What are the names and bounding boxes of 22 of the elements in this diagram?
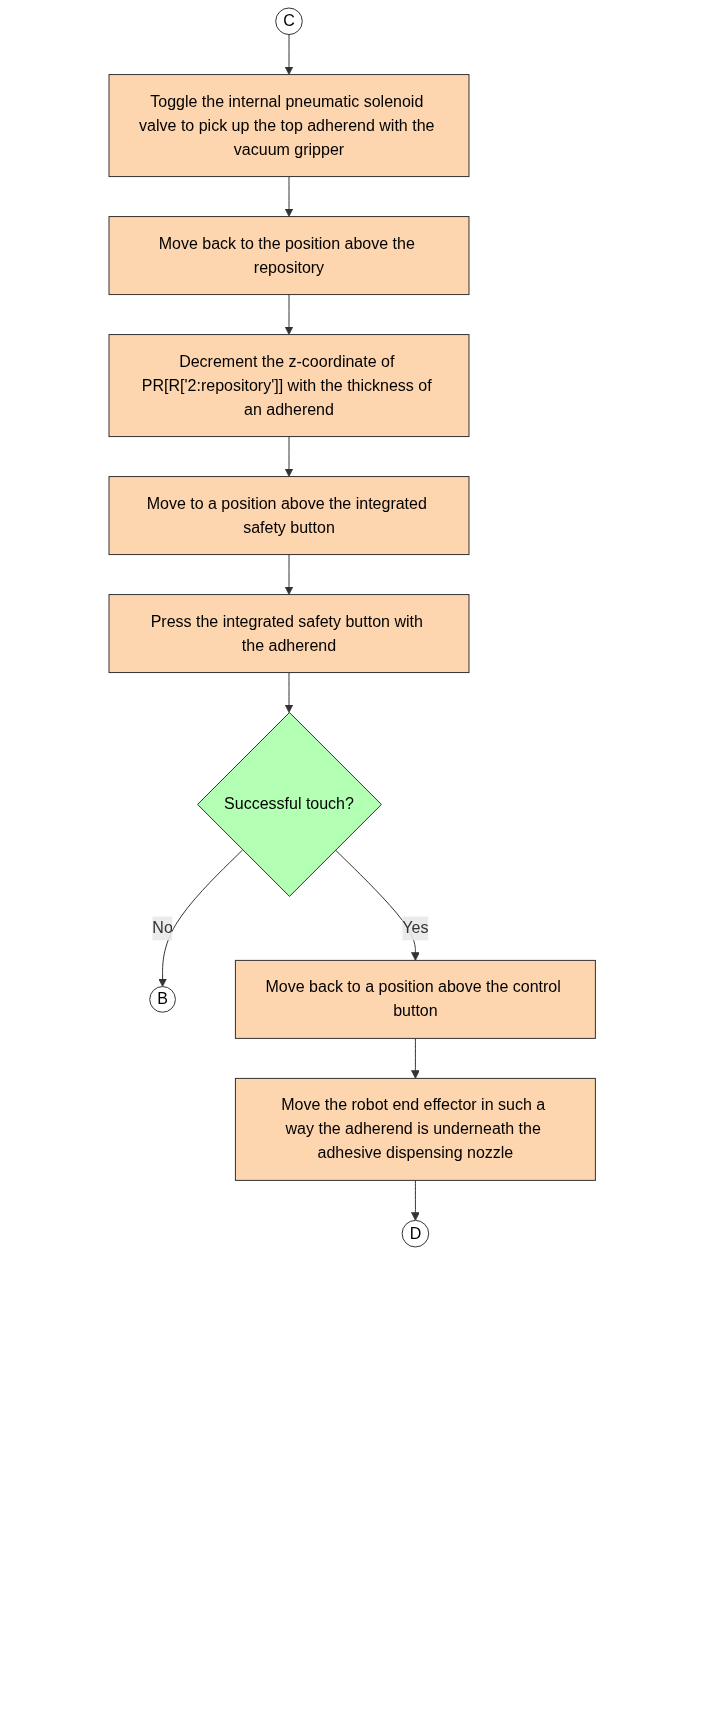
node-box: Decrement the z-coordinate of PR[R['2:repository']] with the thickness of an adherend xyxy=(108,334,470,438)
arrow xyxy=(411,1037,421,1079)
node-box: Press the integrated safety button with the adherend xyxy=(108,594,470,674)
arrow xyxy=(284,554,294,595)
edge-label: No xyxy=(152,919,174,937)
node-box: Move back to a position above the control button xyxy=(235,959,597,1039)
node-box: Move to a position above the integrated safety button xyxy=(108,476,470,556)
arrow xyxy=(411,1179,421,1221)
node-circle: C xyxy=(275,7,304,36)
arrow xyxy=(284,436,294,477)
node-diamond: Successful touch? xyxy=(197,712,383,897)
edge-label: Yes xyxy=(402,919,429,937)
node-circle: B xyxy=(149,986,177,1013)
arrow xyxy=(284,294,294,335)
arrow xyxy=(284,34,294,75)
node-box: Move back to the position above the repository xyxy=(108,216,470,296)
arrow xyxy=(284,672,294,713)
node-box: Toggle the internal pneumatic solenoid valve to pick up the top adherend with the vacuum gripper xyxy=(108,74,470,178)
node-box: Move the robot end effector in such a way the adherend is underneath the adhesive dispensing nozzle xyxy=(235,1077,597,1181)
node-circle: D xyxy=(401,1219,430,1248)
arrow xyxy=(284,176,294,217)
arrow xyxy=(158,849,244,987)
